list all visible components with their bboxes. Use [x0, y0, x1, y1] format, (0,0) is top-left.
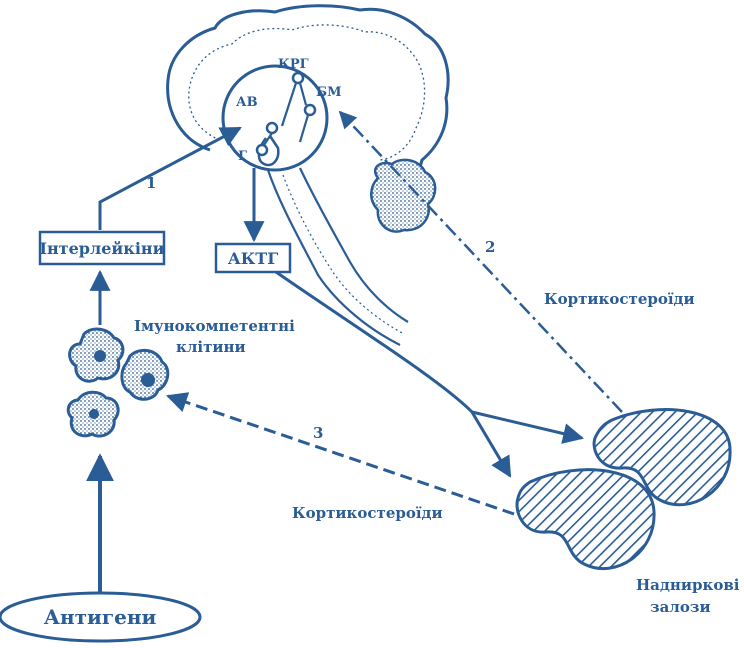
arrow-2-corticosteroids-to-brain — [340, 112, 622, 412]
immune-cells-label-line1: Імунокомпетентні — [134, 317, 295, 335]
cerebellum — [371, 160, 435, 232]
krg-nucleus — [293, 73, 303, 83]
arrow-1-interleukins-to-brain — [100, 128, 240, 230]
corticosteroids-bottom-label: Кортикостероїди — [292, 504, 443, 522]
arrow-aktg-to-adrenal-upper — [276, 272, 582, 438]
label-num-1: 1 — [146, 174, 156, 192]
label-bm: БМ — [316, 85, 342, 100]
immune-cell-2-nucleus — [141, 373, 155, 387]
adrenal-label-line2: залози — [650, 598, 711, 616]
immune-cell-3-nucleus — [89, 409, 99, 419]
nuclei-connections — [264, 83, 308, 145]
label-krg: КРГ — [278, 57, 309, 72]
corticosteroids-right-label: Кортикостероїди — [544, 290, 695, 308]
label-g: Г — [238, 149, 247, 164]
antigens-label: Антигени — [44, 605, 157, 629]
label-num-3: 3 — [313, 424, 323, 442]
av-nucleus — [267, 123, 277, 133]
adrenal-gland-lower — [517, 470, 654, 569]
adrenal-label-line1: Надниркові — [636, 576, 740, 594]
immune-cells-label-line2: клітини — [176, 338, 246, 356]
label-num-2: 2 — [485, 238, 495, 256]
arrow-3-corticosteroids-to-cells — [168, 396, 514, 514]
arrow-aktg-to-adrenal-lower — [472, 412, 510, 476]
g-nucleus — [257, 145, 267, 155]
interleukins-label: Інтерлейкіни — [39, 239, 164, 258]
bm-nucleus — [305, 105, 315, 115]
aktg-label: АКТГ — [228, 249, 279, 268]
immune-cells-illustration — [68, 329, 168, 436]
immune-cell-1-nucleus — [94, 350, 106, 362]
brain-gyri-inner — [189, 25, 425, 160]
label-av: АВ — [236, 95, 258, 110]
